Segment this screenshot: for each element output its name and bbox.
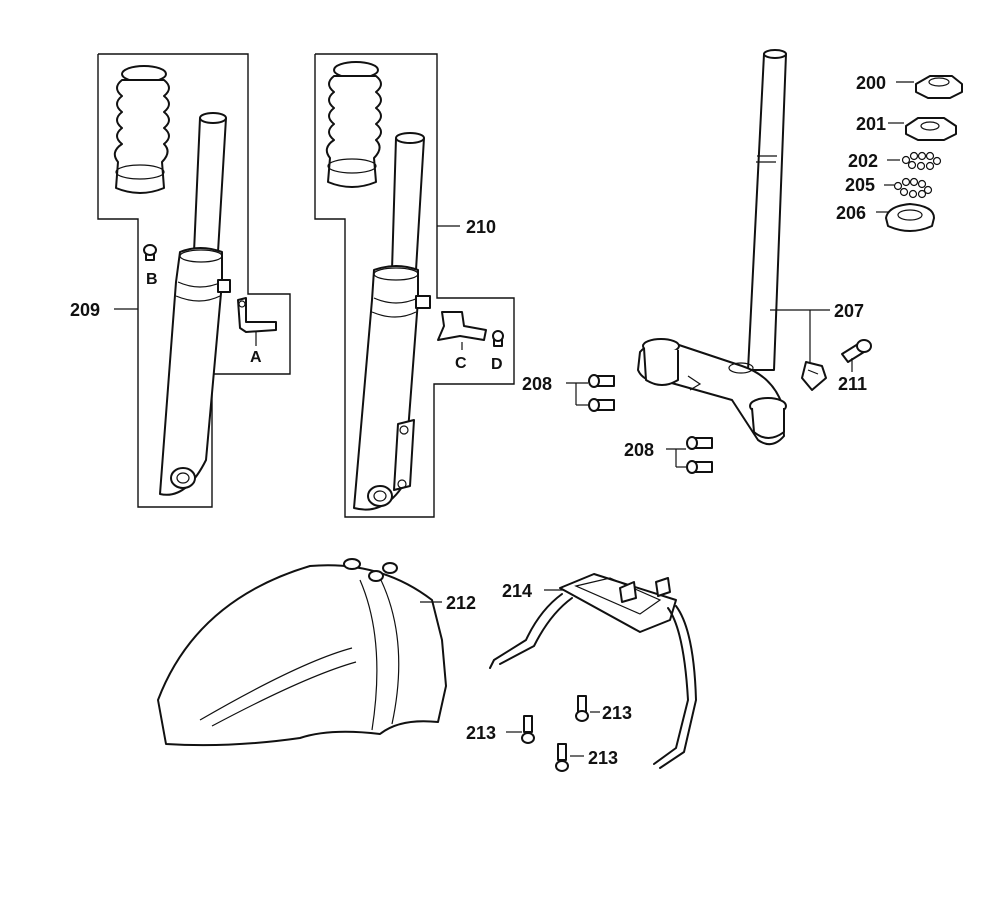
fork-tube-left <box>159 112 231 496</box>
part-number-212: 212 <box>446 593 476 613</box>
fork-leg-right-group: 210 C D <box>314 53 515 518</box>
race-206: 206 <box>836 203 935 232</box>
bolt-213-center: 213 <box>575 695 632 723</box>
nut-200: 200 <box>856 73 963 99</box>
part-number-211: 211 <box>838 374 867 394</box>
part-number-213-lower: 213 <box>588 748 618 768</box>
dust-boot-left <box>113 65 170 194</box>
ball-race-202: 202 <box>848 151 942 171</box>
bolt-213-lower: 213 <box>555 743 618 772</box>
dust-boot-right <box>325 61 382 188</box>
bolts-208-lower: 208 <box>624 436 713 474</box>
fork-leg-left-group: 209 B A <box>70 53 291 508</box>
bolt-b <box>143 244 157 261</box>
part-number-206: 206 <box>836 203 866 223</box>
part-number-209: 209 <box>70 300 100 320</box>
part-number-208-lower: 208 <box>624 440 654 460</box>
part-number-207: 207 <box>834 301 864 321</box>
part-number-202: 202 <box>848 151 878 171</box>
part-number-205: 205 <box>845 175 875 195</box>
bearing-stack: 200 201 202 <box>836 73 963 232</box>
cable-clamp <box>801 361 827 391</box>
part-number-213-center: 213 <box>602 703 632 723</box>
bolt-d <box>492 330 504 347</box>
fork-tube-right <box>353 132 431 511</box>
bolt-211: 211 <box>838 339 872 394</box>
bracket-c <box>437 311 487 350</box>
letter-a: A <box>250 349 262 366</box>
part-number-214: 214 <box>502 581 532 601</box>
letter-b: B <box>146 271 158 288</box>
steering-stem: 207 <box>637 49 864 446</box>
bolts-208-upper: 208 <box>522 374 615 412</box>
letter-d: D <box>491 356 503 373</box>
letter-c: C <box>455 355 467 372</box>
bolt-213-left: 213 <box>466 715 535 744</box>
ball-race-205: 205 <box>845 175 933 199</box>
fender-bracket: 214 <box>489 573 697 769</box>
bracket-a <box>237 297 277 346</box>
front-fender: 212 <box>157 558 476 747</box>
part-number-200: 200 <box>856 73 886 93</box>
fork-right-frame <box>314 53 515 518</box>
part-number-210: 210 <box>466 217 496 237</box>
part-number-213-left: 213 <box>466 723 496 743</box>
part-number-208-upper: 208 <box>522 374 552 394</box>
nut-201: 201 <box>856 114 957 141</box>
part-number-201: 201 <box>856 114 886 134</box>
bolts-213: 213 213 213 <box>466 695 632 772</box>
